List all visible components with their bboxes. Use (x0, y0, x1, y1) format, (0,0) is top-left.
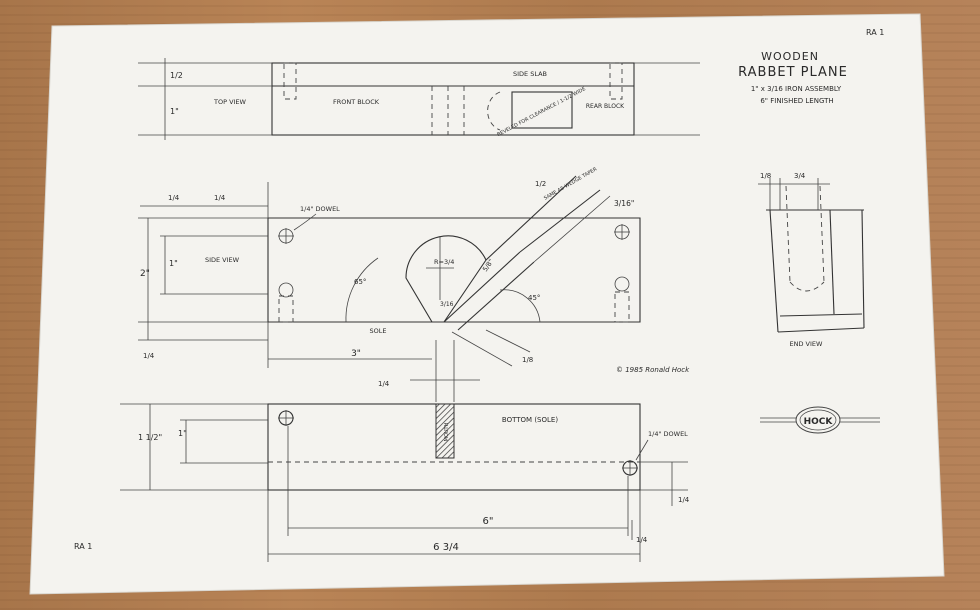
logo-name: HOCK (804, 417, 834, 427)
top-view-label: TOP VIEW (213, 98, 247, 106)
side-dim-bottom-quarter: 1/4 (143, 352, 155, 360)
bottom-dowel-label: 1/4" DOWEL (648, 430, 688, 438)
bottom-quarter-b: 1/4 (636, 536, 648, 544)
angle-right: 45° (528, 294, 540, 302)
sheet-id-top: RA 1 (866, 28, 884, 37)
three-sixteenth-dim: 3/16" (614, 199, 634, 208)
bottom-dim-total: 6 3/4 (433, 542, 459, 553)
angle-left: 65° (354, 278, 366, 286)
title-block: WOODEN RABBET PLANE 1" x 3/16 IRON ASSEM… (738, 50, 848, 105)
hock-logo: HOCK (760, 406, 880, 434)
copyright: © 1985 Ronald Hock (616, 366, 690, 374)
sheet-id-bottom: RA 1 (74, 542, 92, 551)
title-line1: WOODEN (761, 50, 819, 63)
bottom-dim-inner: 1" (178, 429, 187, 438)
end-view-label: END VIEW (790, 340, 824, 348)
title-line3: 1" x 3/16 IRON ASSEMBLY (751, 85, 842, 93)
end-view: 1/8 3/4 END VIEW (758, 172, 865, 348)
bottom-dim-six: 6" (483, 516, 494, 527)
top-dim-half: 1/2 (170, 71, 183, 80)
title-line4: 6" FINISHED LENGTH (760, 97, 833, 105)
end-dim-a: 1/8 (760, 172, 771, 180)
side-dim-quarter-top: 1/4 (168, 194, 180, 202)
rear-block-label: REAR BLOCK (586, 103, 625, 110)
slot-dim: 1/4 (378, 380, 390, 388)
mouth-label: MOUTH (444, 422, 450, 441)
side-view-label: SIDE VIEW (205, 256, 240, 264)
sole-label: SOLE (370, 327, 387, 335)
bottom-label: BOTTOM (SOLE) (502, 416, 558, 424)
end-dim-b: 3/4 (794, 172, 806, 180)
bottom-quarter-right: 1/4 (678, 496, 690, 504)
throat-dim: 3/16 (440, 301, 454, 308)
front-block-label: FRONT BLOCK (333, 98, 380, 106)
mouth-slot (435, 403, 455, 459)
dowel-label: 1/4" DOWEL (300, 205, 340, 213)
wedge-half: 1/2 (535, 180, 546, 188)
dim-three: 3" (351, 349, 361, 359)
bottom-view: 1 1/2" 1" MOUTH BOTTOM (SOLE) 1/4" DOWEL… (120, 403, 690, 562)
eighth-dim: 1/8 (522, 356, 533, 364)
title-line2: RABBET PLANE (738, 65, 848, 80)
radius-label: R=3/4 (434, 258, 454, 266)
side-dim-quarter-dowel: 1/4 (214, 194, 226, 202)
side-dim-two: 2" (140, 269, 150, 279)
bottom-dim-width: 1 1/2" (138, 433, 162, 442)
side-slab-label: SIDE SLAB (513, 70, 547, 78)
side-dim-inner: 1" (169, 259, 178, 268)
top-dim-one: 1" (170, 107, 179, 116)
